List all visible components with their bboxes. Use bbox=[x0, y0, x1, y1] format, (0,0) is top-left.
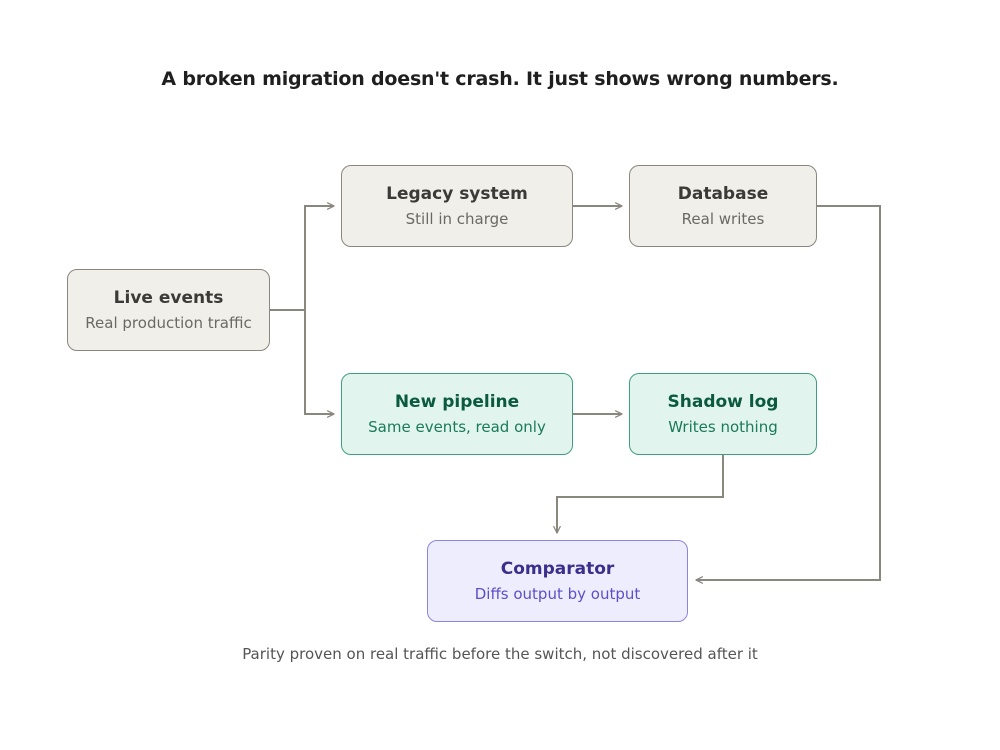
node-live-events-subtitle: Real production traffic bbox=[85, 313, 252, 332]
node-new-pipeline-subtitle: Same events, read only bbox=[368, 417, 546, 436]
edge-live-to-new-pipeline bbox=[304, 310, 335, 418]
edge-shadow-log-to-comparator bbox=[553, 454, 724, 534]
node-comparator: Comparator Diffs output by output bbox=[427, 540, 688, 622]
node-comparator-subtitle: Diffs output by output bbox=[474, 584, 641, 603]
node-database: Database Real writes bbox=[629, 165, 817, 247]
node-live-events-title: Live events bbox=[113, 287, 224, 308]
node-database-title: Database bbox=[677, 183, 769, 204]
diagram-caption: Parity proven on real traffic before the… bbox=[242, 645, 758, 663]
node-database-subtitle: Real writes bbox=[681, 209, 765, 228]
edge-database-to-comparator bbox=[695, 205, 881, 584]
node-shadow-log-title: Shadow log bbox=[667, 391, 779, 412]
node-live-events: Live events Real production traffic bbox=[67, 269, 270, 351]
diagram-title: A broken migration doesn't crash. It jus… bbox=[161, 68, 839, 90]
node-new-pipeline: New pipeline Same events, read only bbox=[341, 373, 573, 455]
node-legacy-system-title: Legacy system bbox=[386, 183, 528, 204]
node-comparator-title: Comparator bbox=[500, 558, 615, 579]
edge-live-to-legacy bbox=[270, 202, 335, 311]
node-legacy-system-subtitle: Still in charge bbox=[405, 209, 509, 228]
node-new-pipeline-title: New pipeline bbox=[394, 391, 520, 412]
node-shadow-log: Shadow log Writes nothing bbox=[629, 373, 817, 455]
node-shadow-log-subtitle: Writes nothing bbox=[668, 417, 778, 436]
node-legacy-system: Legacy system Still in charge bbox=[341, 165, 573, 247]
